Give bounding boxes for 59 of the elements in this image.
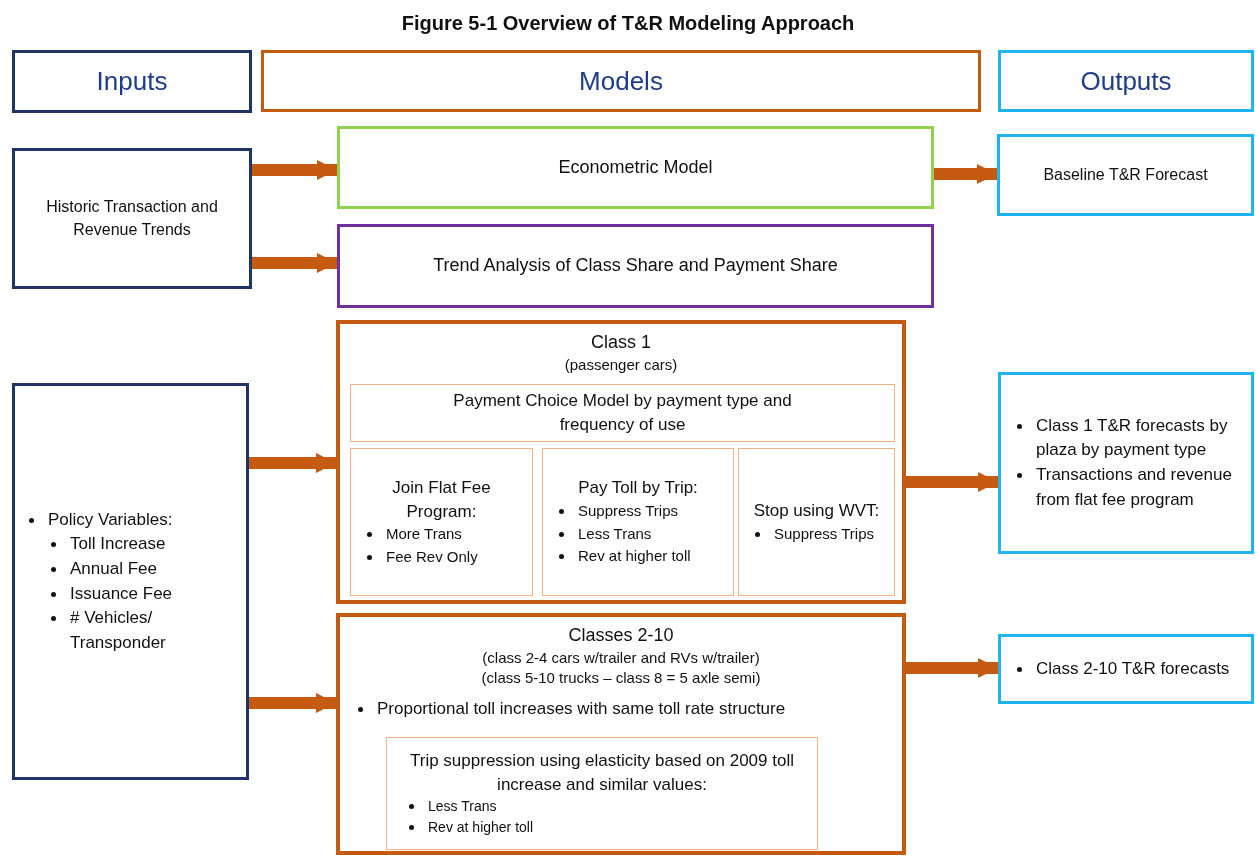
node-box — [998, 50, 1254, 112]
bullet-item: Rev at higher toll — [428, 818, 534, 838]
bullet-item: Annual Fee — [70, 557, 157, 580]
node-label: Stop using WVT: — [752, 499, 881, 522]
node-label: Class 1 — [591, 331, 651, 354]
block-arrow — [934, 164, 997, 184]
bullet-item: Policy Variables: — [48, 508, 173, 531]
block-arrow — [249, 693, 336, 713]
bullet-item: More Trans — [386, 524, 462, 545]
node-label: Classes 2-10 — [567, 624, 675, 647]
bullet-item: # Vehicles/ Transponder — [70, 607, 167, 654]
node-box — [12, 383, 249, 780]
node-box — [997, 134, 1254, 216]
node-label: Historic Transaction and Revenue Trends — [45, 197, 219, 240]
node-box — [998, 372, 1254, 554]
figure-title: Figure 5-1 Overview of T&R Modeling Approach — [400, 12, 856, 35]
bullet-item: Proportional toll increases with same toll rate structure — [377, 697, 786, 720]
node-box — [337, 126, 934, 209]
block-arrow — [252, 160, 337, 180]
bullet-item: Transactions and revenue from flat fee program — [1036, 464, 1233, 511]
node-box — [386, 737, 818, 850]
node-subtitle: (class 2-4 cars w/trailer and RVs w/trailer) — [481, 648, 761, 669]
node-box — [336, 320, 906, 604]
bullet-item: Less Trans — [578, 523, 652, 544]
bullet-item: Fee Rev Only — [386, 546, 478, 567]
bullet-item: Class 2-10 T&R forecasts — [1036, 657, 1230, 680]
column-header: Inputs — [96, 66, 168, 97]
node-box — [337, 224, 934, 308]
node-box — [998, 634, 1254, 704]
node-box — [738, 448, 895, 596]
node-label: Pay Toll by Trip: — [577, 477, 699, 500]
block-arrow — [249, 453, 336, 473]
column-header: Models — [579, 65, 663, 97]
block-arrow — [906, 658, 998, 678]
node-subtitle: (passenger cars) — [564, 355, 678, 376]
node-box — [350, 384, 895, 442]
bullet-item: Issuance Fee — [70, 582, 173, 605]
bullet-item: Suppress Trips — [774, 523, 875, 544]
block-arrow — [252, 253, 337, 273]
node-label: Baseline T&R Forecast — [1043, 164, 1208, 185]
node-box — [336, 613, 906, 855]
node-label: Join Flat Fee Program: — [391, 476, 492, 523]
node-box — [350, 448, 533, 596]
node-subtitle: (class 5-10 trucks – class 8 = 5 axle semi) — [480, 668, 762, 689]
block-arrow — [906, 472, 998, 492]
node-label: Trend Analysis of Class Share and Payment Share — [433, 254, 838, 278]
bullet-item: Less Trans — [428, 797, 497, 817]
bullet-item: Rev at higher toll — [578, 546, 691, 567]
node-label: Payment Choice Model by payment type and frequency of use — [452, 390, 793, 436]
node-box — [12, 148, 252, 289]
node-label: Econometric Model — [558, 155, 713, 179]
bullet-item: Toll Increase — [70, 533, 166, 556]
node-box — [261, 50, 981, 112]
column-header: Outputs — [1080, 65, 1172, 97]
node-box — [12, 50, 252, 113]
node-label: Trip suppression using elasticity based on 2009 toll increase and similar values: — [409, 749, 795, 796]
bullet-item: Suppress Trips — [578, 501, 679, 522]
bullet-item: Class 1 T&R forecasts by plaza by payment type — [1036, 414, 1229, 462]
node-box — [542, 448, 734, 596]
